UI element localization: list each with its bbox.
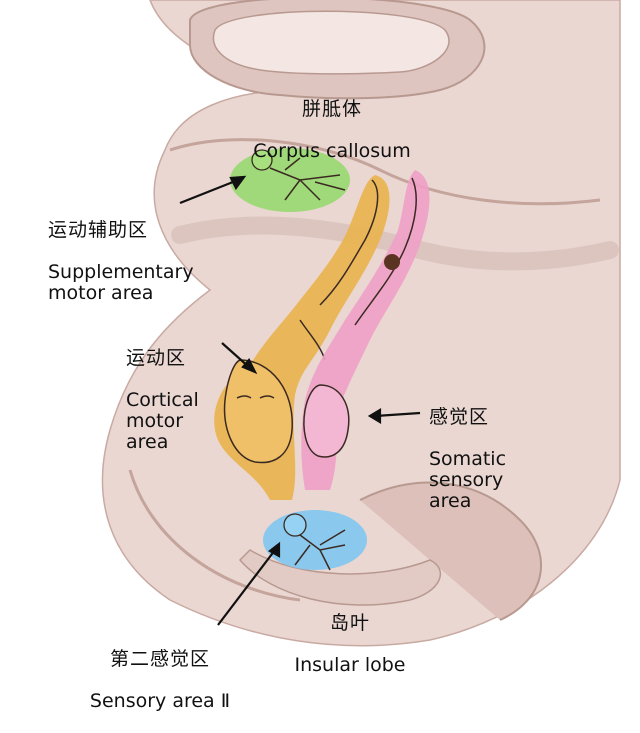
corpus-callosum-label: 胼胝体 Corpus callosum	[232, 78, 432, 183]
somatic-sensory-en: Somatic sensory area	[429, 448, 507, 512]
insular-lobe-en: Insular lobe	[294, 654, 406, 676]
supplementary-motor-en: Supplementary motor area	[48, 261, 194, 304]
sensory-area-2-label: 第二感觉区 Sensory area Ⅱ	[60, 628, 260, 733]
motor-homunculus	[214, 175, 390, 500]
corpus-callosum-en: Corpus callosum	[253, 140, 411, 162]
cortical-motor-label: 运动区 Cortical motor area	[126, 327, 236, 474]
corpus-callosum-zh: 胼胝体	[301, 98, 362, 120]
somatic-sensory-label: 感觉区 Somatic sensory area	[429, 386, 549, 533]
supplementary-homunculus	[230, 148, 350, 212]
arrow-somatic-sensory	[375, 411, 421, 418]
sensory-area-2-zh: 第二感觉区	[109, 648, 210, 670]
brain-illustration	[101, 0, 621, 647]
sensory-homunculus	[301, 170, 430, 490]
brain-diagram: 胼胝体 Corpus callosum 运动辅助区 Supplementary …	[48, 0, 621, 712]
supplementary-motor-label: 运动辅助区 Supplementary motor area	[48, 199, 228, 325]
arrow-supplementary	[179, 178, 239, 205]
insular-lobe-zh: 岛叶	[329, 612, 370, 634]
cortical-motor-en: Cortical motor area	[126, 389, 199, 453]
sensory-area-2-en: Sensory area Ⅱ	[89, 690, 231, 712]
insular-lobe-label: 岛叶 Insular lobe	[280, 592, 420, 697]
cortical-motor-zh: 运动区	[126, 347, 187, 369]
supplementary-motor-zh: 运动辅助区	[48, 219, 149, 241]
arrow-sensory-area-2	[217, 549, 276, 626]
sensory-area-2-homunculus	[263, 510, 367, 571]
pointer-arrows	[179, 175, 421, 626]
somatic-sensory-zh: 感觉区	[429, 406, 490, 428]
